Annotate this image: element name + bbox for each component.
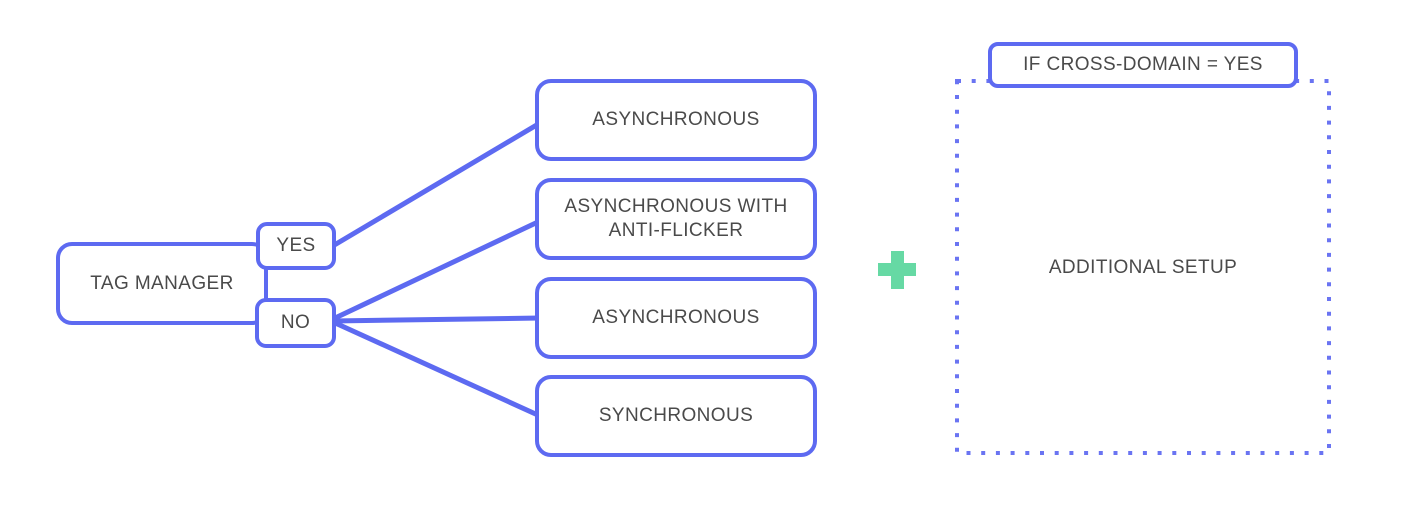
outcome-label: ASYNCHRONOUS <box>592 307 760 329</box>
outcome-label: ASYNCHRONOUS <box>592 109 760 131</box>
node-yes: YES <box>256 222 336 270</box>
node-asynchronous-anti-flicker: ASYNCHRONOUS WITH ANTI-FLICKER <box>535 178 817 260</box>
node-no: NO <box>255 298 336 348</box>
connector-no-to-synchronous <box>330 319 543 419</box>
node-asynchronous-top: ASYNCHRONOUS <box>535 79 817 161</box>
tag-manager-label: TAG MANAGER <box>90 272 234 294</box>
additional-setup-label: ADDITIONAL SETUP <box>1048 257 1238 278</box>
node-synchronous: SYNCHRONOUS <box>535 375 817 457</box>
yes-label: YES <box>276 235 316 257</box>
no-label: NO <box>280 312 311 334</box>
connector-no-to-asynchronous <box>330 315 543 324</box>
additional-setup-region-border <box>955 79 1331 455</box>
condition-label: IF CROSS-DOMAIN = YES <box>1023 54 1263 76</box>
connector-yes-to-asynchronous <box>328 120 543 250</box>
node-tag-manager: TAG MANAGER <box>56 242 268 325</box>
outcome-label: ASYNCHRONOUS WITH ANTI-FLICKER <box>564 196 788 241</box>
outcome-label: SYNCHRONOUS <box>598 405 754 427</box>
node-cross-domain-condition: IF CROSS-DOMAIN = YES <box>988 42 1298 88</box>
node-asynchronous-bottom: ASYNCHRONOUS <box>535 277 817 359</box>
plus-icon <box>878 251 916 289</box>
connector-no-to-anti-flicker <box>330 218 543 322</box>
